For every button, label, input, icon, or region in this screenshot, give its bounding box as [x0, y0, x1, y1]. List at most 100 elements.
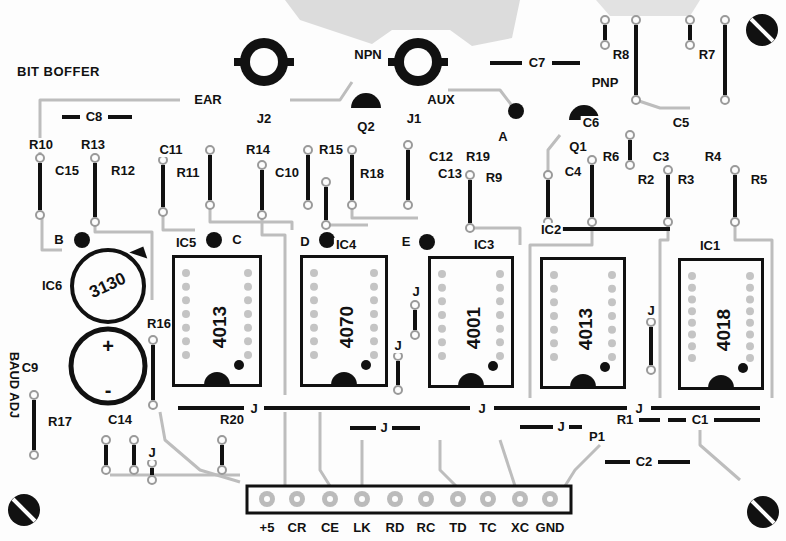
ic-pin-pad — [438, 325, 446, 333]
part-label: C2 — [634, 455, 655, 469]
connector-pad — [289, 491, 305, 507]
ic-pin-pad — [310, 283, 318, 291]
screw-slot — [13, 499, 35, 521]
component-body — [178, 406, 244, 410]
copper-trace — [290, 82, 352, 100]
part-label: C — [230, 233, 243, 247]
solder-pad — [322, 178, 330, 186]
mounting-screw — [747, 496, 779, 528]
can-tab — [129, 247, 147, 259]
component-body — [468, 180, 472, 223]
ic-pin-pad — [688, 272, 696, 280]
solder-pad — [411, 331, 419, 339]
ic-pin-pad — [608, 326, 616, 334]
connector-hole — [264, 496, 270, 502]
ic-pin-pad — [182, 351, 190, 359]
ic-pin-pad — [310, 296, 318, 304]
outline-circle — [71, 329, 145, 403]
solder-pad — [36, 154, 44, 162]
ic-pin-pad — [550, 353, 558, 361]
part-label: J — [555, 420, 566, 434]
component-body — [733, 175, 737, 217]
ic-pin-pad — [496, 297, 504, 305]
part-label: R5 — [749, 173, 770, 187]
part-label: C6 — [581, 116, 602, 130]
pin-name: LK — [351, 521, 372, 535]
ic-chip: IC54013 — [172, 255, 262, 387]
solder-pad — [206, 201, 214, 209]
solder-pad — [588, 156, 596, 164]
component-body — [520, 425, 553, 429]
copper-trace — [320, 412, 330, 486]
component-body — [93, 163, 97, 217]
ic-can: IC63130 — [70, 248, 146, 324]
ic-pin-pad — [182, 296, 190, 304]
solder-pad — [601, 41, 609, 49]
solder-pad — [149, 336, 157, 344]
part-label: D — [298, 235, 311, 249]
ic-pin-pad — [438, 311, 446, 319]
ic-pin-pad — [310, 310, 318, 318]
part-label: R17 — [46, 415, 74, 429]
solder-pad — [394, 352, 402, 360]
connector-hole — [517, 496, 523, 502]
part-label: C13 — [436, 167, 464, 181]
part-label: J2 — [255, 112, 273, 126]
part-label: R20 — [218, 413, 246, 427]
part-label: C10 — [273, 166, 301, 180]
ic-pin-pad — [688, 284, 696, 292]
part-label: R6 — [601, 150, 622, 164]
component-body — [714, 418, 760, 422]
connector-pad — [387, 491, 403, 507]
solder-pad — [148, 476, 156, 484]
ic-pin-pad — [244, 351, 252, 359]
ic-pin-pad — [244, 296, 252, 304]
solder-pad — [258, 161, 266, 169]
ic-pin-pad — [746, 295, 754, 303]
solder-pad — [258, 211, 266, 219]
component-body — [324, 187, 328, 220]
mounting-screw — [746, 14, 778, 46]
test-point — [419, 234, 435, 250]
ic-pin-pad — [182, 310, 190, 318]
solder-pad — [731, 218, 739, 226]
pin-one-dot — [234, 360, 244, 370]
ic-pin-pad — [608, 271, 616, 279]
component-body — [603, 25, 607, 40]
ic-pin-pad — [310, 351, 318, 359]
component-body — [32, 400, 36, 450]
ic-designator: C9 — [20, 361, 41, 375]
solder-pad — [664, 166, 672, 174]
ic-pin-pad — [370, 324, 378, 332]
solder-pad — [348, 146, 356, 154]
component-body — [306, 155, 310, 200]
part-number: 4070 — [337, 303, 358, 349]
outline-circle — [72, 250, 144, 322]
copper-trace — [565, 445, 600, 486]
part-label: Q2 — [355, 120, 376, 134]
pin-name: TC — [477, 521, 498, 535]
ic-pin-pad — [182, 283, 190, 291]
ic-pin-pad — [182, 337, 190, 345]
part-label: AUX — [425, 93, 456, 107]
copper-trace — [262, 215, 285, 395]
solder-pad — [36, 211, 44, 219]
connector-hole — [423, 496, 429, 502]
solder-pad — [102, 436, 110, 444]
part-label: J1 — [405, 112, 423, 126]
copper-trace — [700, 430, 740, 480]
ic-pin-pad — [438, 297, 446, 305]
component-body — [62, 115, 80, 119]
ic-pin-pad — [688, 307, 696, 315]
solder-pad — [91, 154, 99, 162]
part-label: C4 — [563, 165, 584, 179]
pin-name: +5 — [258, 521, 277, 535]
jack-socket — [394, 38, 442, 86]
solder-pad — [632, 96, 640, 104]
component-body — [220, 445, 224, 465]
polarity-mark: + — [100, 335, 116, 357]
copper-trace — [361, 440, 364, 486]
ic-pin-pad — [310, 269, 318, 277]
ic-designator: IC5 — [174, 236, 198, 250]
